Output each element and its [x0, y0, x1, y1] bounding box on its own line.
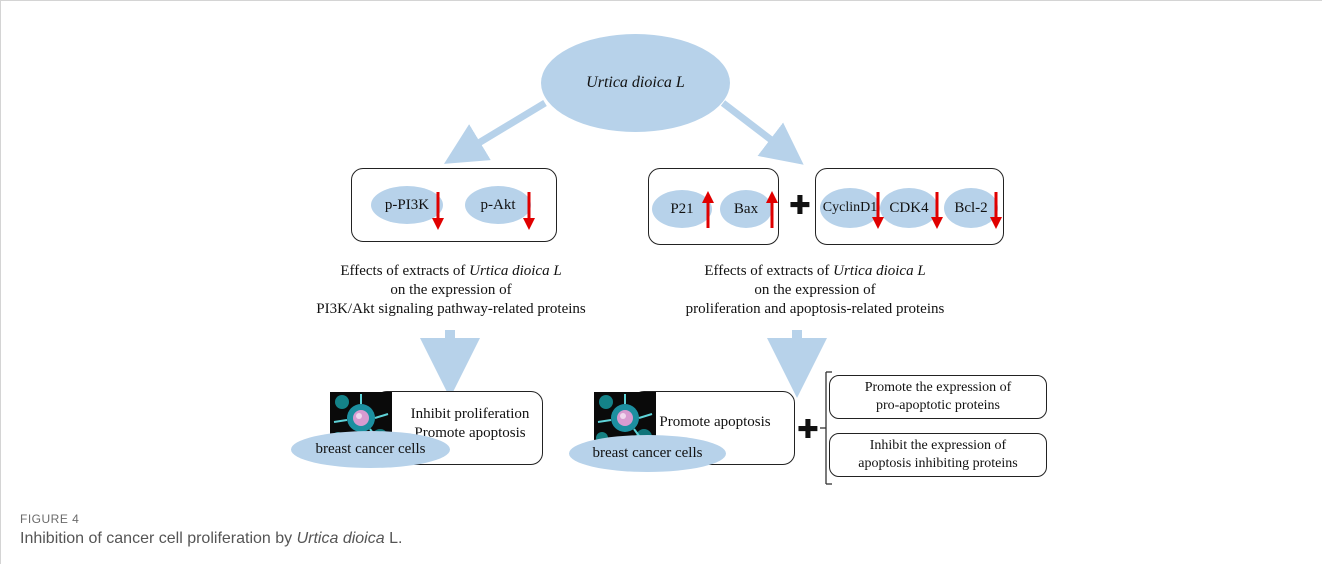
protein-label: Bcl-2 — [954, 199, 988, 216]
mechanism-text: Promote the expression of pro-apoptotic … — [865, 379, 1012, 415]
protein-label: CyclinD1 — [822, 200, 878, 215]
caption-text: Inhibition of cancer cell proliferation … — [20, 530, 297, 547]
mechanism-line: pro-apoptotic proteins — [875, 398, 1001, 413]
figure-caption: Inhibition of cancer cell proliferation … — [20, 530, 402, 548]
figure-label: FIGURE 4 — [20, 512, 80, 526]
caption-line: PI3K/Akt signaling pathway-related prote… — [316, 301, 586, 317]
root-node-urtica-dioica: Urtica dioica L — [541, 34, 730, 132]
protein-label: p-Akt — [480, 196, 516, 213]
mechanism-line: Inhibit the expression of — [869, 438, 1007, 453]
caption-line: on the expression of — [754, 282, 876, 298]
left-panel-caption: Effects of extracts of Urtica dioica L o… — [276, 262, 626, 319]
protein-cyclind1: CyclinD1 — [820, 188, 880, 228]
breast-cancer-cells-label: breast cancer cells — [569, 435, 726, 472]
right-panel-caption: Effects of extracts of Urtica dioica L o… — [640, 262, 990, 319]
breast-cancer-cells-label: breast cancer cells — [291, 431, 450, 468]
species-name: Urtica dioica L — [833, 263, 926, 279]
protein-bax: Bax — [720, 190, 772, 228]
plus-icon: ✚ — [789, 191, 811, 221]
protein-label: Bax — [733, 200, 759, 217]
arrow-root-to-right — [720, 100, 804, 165]
caption-text: Effects of extracts of — [704, 263, 834, 279]
result-line: Promote apoptosis — [659, 414, 771, 430]
left-result-text: Inhibit proliferation Promote apoptosis — [395, 405, 545, 443]
mechanism-text: Inhibit the expression of apoptosis inhi… — [858, 437, 1017, 473]
arrow-root-to-left — [444, 100, 547, 164]
protein-label: CDK4 — [889, 199, 929, 216]
mechanism-line: Promote the expression of — [864, 380, 1012, 395]
protein-bcl-2: Bcl-2 — [944, 188, 998, 228]
plus-icon: ✚ — [797, 415, 819, 445]
caption-line: proliferation and apoptosis-related prot… — [685, 301, 945, 317]
caption-line: on the expression of — [390, 282, 512, 298]
result-line: Inhibit proliferation — [410, 406, 530, 422]
caption-text: Effects of extracts of — [340, 263, 470, 279]
cells-label-text: breast cancer cells — [315, 441, 426, 457]
protein-label: P21 — [670, 200, 694, 217]
protein-label: p-PI3K — [384, 196, 430, 213]
protein-p-pi3k: p-PI3K — [371, 186, 443, 224]
caption-text: L. — [384, 530, 403, 547]
bracket-icon — [820, 371, 832, 485]
top-border — [0, 0, 1322, 1]
left-border — [0, 0, 1, 564]
species-name: Urtica dioica — [296, 530, 385, 547]
caption-line: Effects of extracts of Urtica dioica L — [276, 262, 626, 281]
right-result-text: Promote apoptosis — [640, 413, 790, 432]
mechanism-line: apoptosis inhibiting proteins — [858, 456, 1018, 471]
promote-pro-apoptotic-box: Promote the expression of pro-apoptotic … — [829, 375, 1047, 419]
root-label: Urtica dioica L — [586, 74, 685, 91]
inhibit-anti-apoptotic-box: Inhibit the expression of apoptosis inhi… — [829, 433, 1047, 477]
caption-line: Effects of extracts of Urtica dioica L — [640, 262, 990, 281]
result-line: Promote apoptosis — [414, 425, 526, 441]
protein-cdk4: CDK4 — [880, 188, 938, 228]
cells-label-text: breast cancer cells — [592, 445, 703, 461]
species-name: Urtica dioica L — [469, 263, 562, 279]
protein-p-akt: p-Akt — [465, 186, 531, 224]
